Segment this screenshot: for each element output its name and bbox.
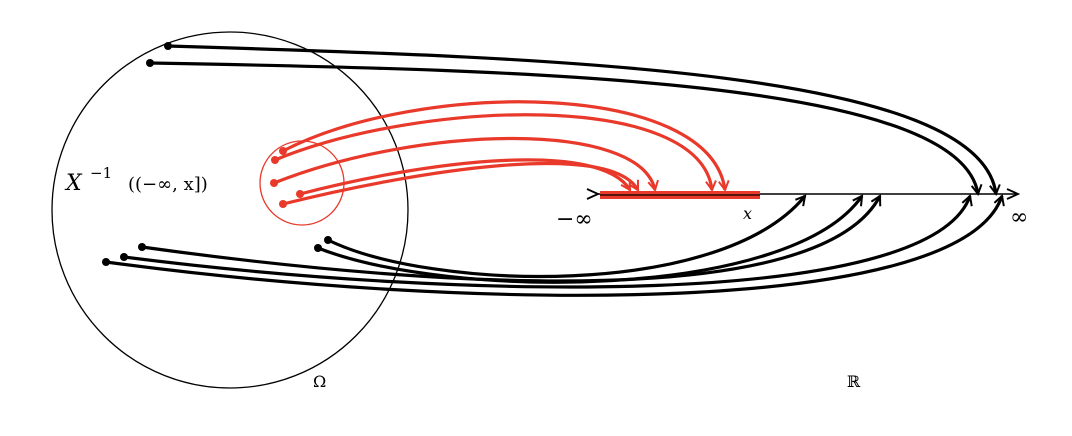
red-arrow-1 <box>282 100 725 190</box>
source-point <box>146 59 154 67</box>
source-point <box>102 258 110 266</box>
arrow-top-1 <box>167 44 996 194</box>
source-point <box>120 253 128 261</box>
source-point <box>324 236 332 244</box>
red-arrow-3 <box>273 136 655 190</box>
red-arrow-2 <box>274 113 712 190</box>
red-source-point <box>270 179 278 187</box>
preimage-label-exponent: −1 <box>90 164 112 182</box>
preimage-label-args: ((−∞, x]) <box>128 174 208 195</box>
source-point <box>314 244 322 252</box>
arrow-lower-5 <box>105 196 1002 297</box>
omega-set-circle <box>51 31 409 389</box>
red-source-point <box>271 156 279 164</box>
red-source-point <box>296 190 304 198</box>
arrow-lower-3 <box>141 196 882 283</box>
source-point <box>138 243 146 251</box>
preimage-label-base: X <box>64 171 83 196</box>
arrow-top-2 <box>149 61 978 194</box>
reals-label: ℝ <box>847 372 861 391</box>
red-source-point <box>279 147 287 155</box>
omega-label: Ω <box>313 372 326 391</box>
red-arrows <box>273 100 725 206</box>
x-tick-label: x <box>743 204 752 223</box>
black-source-points <box>102 42 332 266</box>
source-point <box>164 42 172 50</box>
neg-infinity-label: −∞ <box>556 207 593 232</box>
arrow-lower-1 <box>327 196 805 279</box>
pos-infinity-label: ∞ <box>1010 205 1028 230</box>
red-source-points <box>270 147 304 208</box>
arrows-lower <box>105 196 1002 297</box>
red-arrow-4 <box>299 158 632 196</box>
red-arrow-5 <box>282 161 640 206</box>
red-source-point <box>279 200 287 208</box>
arrow-lower-4 <box>123 196 970 289</box>
arrows-to-infinity <box>149 44 996 194</box>
